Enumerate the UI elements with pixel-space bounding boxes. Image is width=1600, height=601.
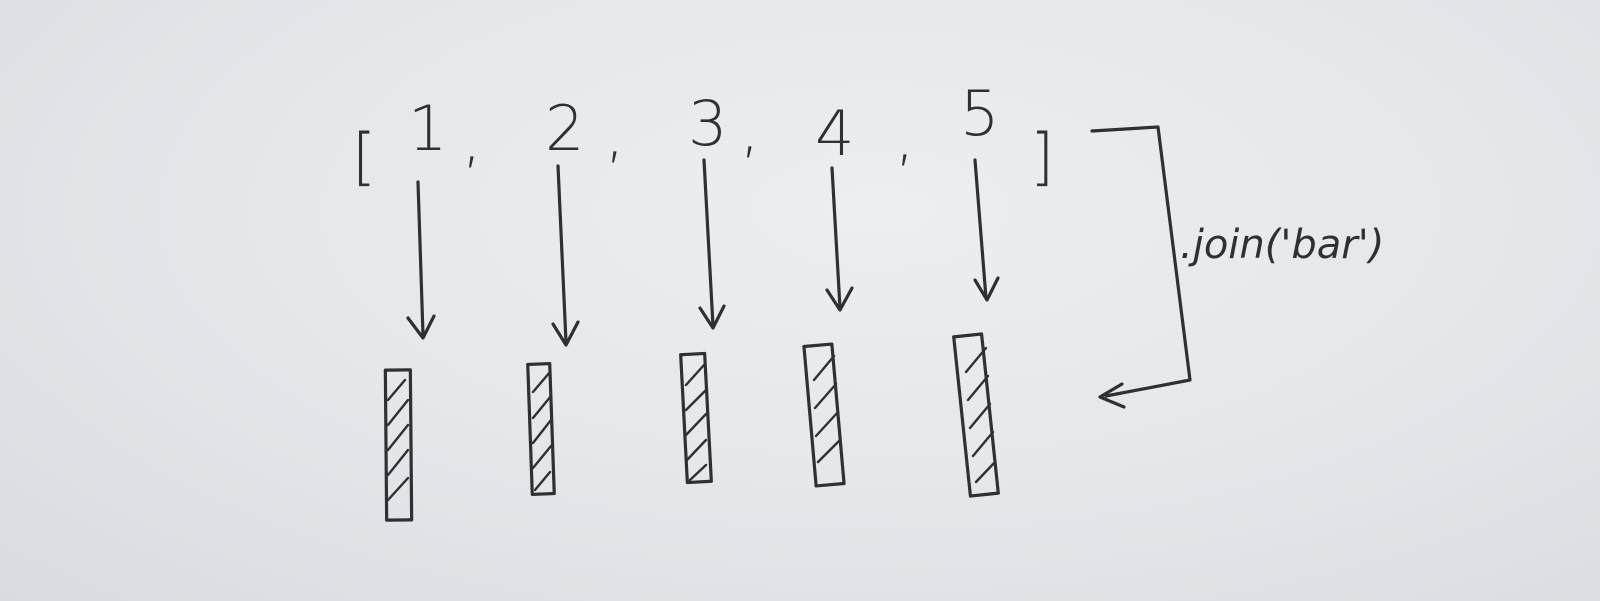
array-item-2: 2 (545, 92, 584, 165)
bar-block (679, 351, 713, 485)
bar-block (952, 332, 1000, 498)
join-method-label: .join('bar') (1180, 222, 1384, 268)
comma-separator: , (462, 102, 482, 175)
array-item-3: 3 (688, 87, 727, 160)
comma-separator: , (740, 92, 760, 165)
array-item-5: 5 (960, 77, 999, 150)
array-item-4: 4 (815, 97, 854, 170)
join-return-arrow (1090, 125, 1192, 409)
map-arrow (698, 158, 726, 330)
comma-separator: , (605, 97, 625, 170)
map-arrow (551, 164, 580, 347)
map-arrow (973, 158, 1000, 302)
open-bracket: [ (352, 120, 376, 193)
comma-separator: , (895, 100, 915, 173)
array-item-1: 1 (408, 92, 447, 165)
bar-block (802, 342, 846, 488)
map-arrow (406, 180, 436, 340)
bar-block (526, 362, 556, 496)
close-bracket: ] (1030, 120, 1054, 193)
map-arrow (825, 166, 854, 312)
bar-block (383, 368, 414, 522)
